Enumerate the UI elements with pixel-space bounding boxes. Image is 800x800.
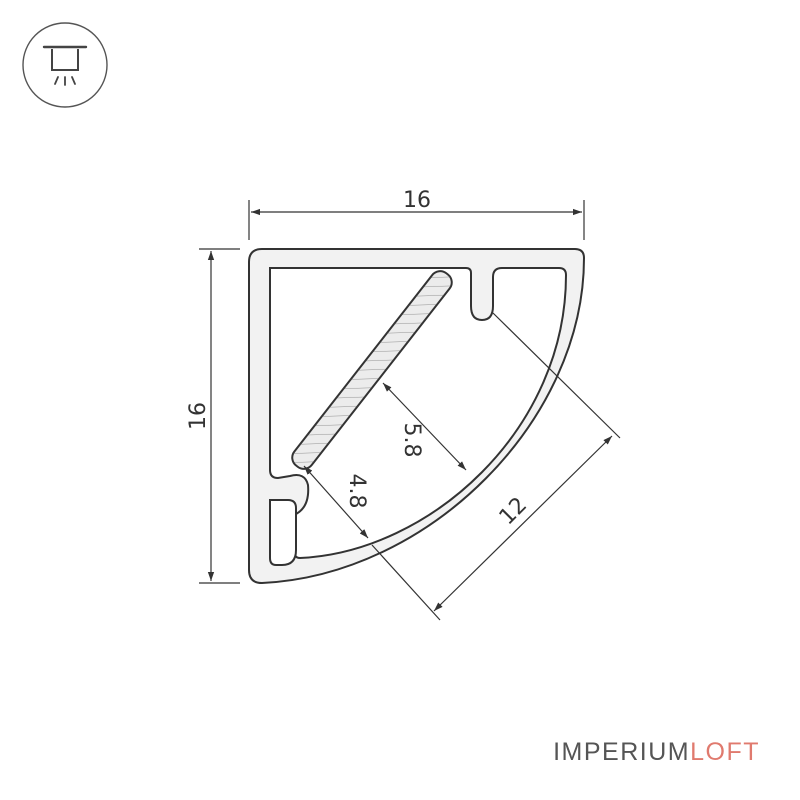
- dimension-diagonal-label: 12: [495, 493, 532, 530]
- led-strip: [291, 270, 453, 470]
- dimension-height-label: 16: [186, 402, 211, 430]
- dimension-width-label: 16: [403, 188, 431, 213]
- dimension-height-left: 16: [186, 248, 240, 584]
- dimension-inner-depth-label: 5.8: [399, 423, 424, 458]
- dimension-edge-depth: 4.8: [303, 465, 369, 539]
- dimension-diagonal: 12: [371, 312, 621, 621]
- dimension-edge-depth-label: 4.8: [344, 474, 369, 509]
- profile-cavity-lower: [269, 499, 297, 566]
- brand-logo-part2: LOFT: [690, 738, 760, 766]
- brand-logo: IMPERIUMLOFT: [553, 738, 760, 766]
- ceiling-light-icon: [22, 22, 108, 108]
- dimension-width-top: 16: [248, 188, 585, 240]
- brand-logo-part1: IMPERIUM: [553, 738, 690, 766]
